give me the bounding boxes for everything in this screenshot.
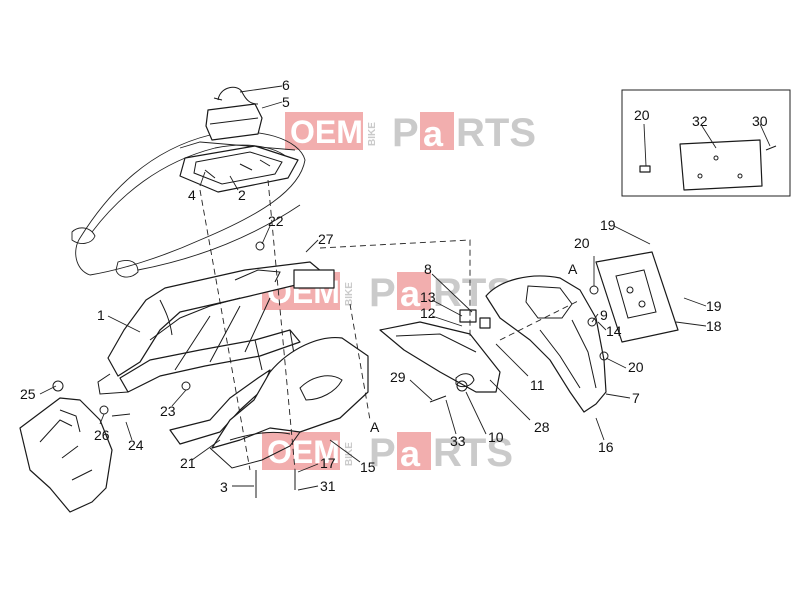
plate-holder [485, 275, 607, 413]
callout-5: 5 [282, 94, 290, 110]
callout-32: 32 [692, 113, 708, 129]
callout-30: 30 [752, 113, 768, 129]
watermark-bike: BIKE [367, 122, 378, 146]
callout-13: 13 [420, 289, 436, 305]
watermark-bottom: OEM BIKE P a RTS [262, 431, 513, 475]
callout-3: 3 [220, 479, 228, 495]
callout-11: 11 [530, 377, 545, 393]
callout-20-top: 20 [574, 235, 590, 251]
callout-A-right: A [568, 261, 578, 277]
tool-bag [205, 103, 263, 141]
callout-9: 9 [600, 307, 608, 323]
callout-22: 22 [268, 213, 284, 229]
callout-6: 6 [282, 77, 290, 93]
callout-16: 16 [598, 439, 614, 455]
callout-2: 2 [238, 187, 246, 203]
svg-text:a: a [400, 273, 421, 314]
watermark-top: OEM BIKE P a RTS [285, 111, 536, 155]
callout-26: 26 [94, 427, 110, 443]
svg-text:BIKE: BIKE [344, 282, 355, 306]
watermark-p: P [392, 111, 419, 155]
callout-14: 14 [606, 323, 622, 339]
watermark-oem: OEM [290, 114, 363, 150]
rear-undertray [209, 336, 369, 469]
watermark-rts: RTS [456, 111, 536, 155]
callout-7: 7 [632, 390, 640, 406]
callout-20-inset: 20 [634, 107, 650, 123]
plate-bracket [595, 251, 679, 343]
callout-33: 33 [450, 433, 466, 449]
callout-19-top: 19 [600, 217, 616, 233]
strap [213, 86, 259, 105]
callout-29: 29 [390, 369, 406, 385]
callout-17: 17 [320, 455, 336, 471]
callout-15: 15 [360, 459, 376, 475]
callout-12: 12 [420, 305, 436, 321]
svg-text:P: P [369, 271, 396, 315]
center-fender [379, 321, 501, 393]
svg-text:RTS: RTS [433, 431, 513, 475]
svg-text:P: P [369, 431, 396, 475]
callout-10: 10 [488, 429, 504, 445]
svg-text:a: a [400, 433, 421, 474]
callout-1: 1 [97, 307, 105, 323]
callout-A-left: A [370, 419, 380, 435]
callout-8: 8 [424, 261, 432, 277]
tool-tray [179, 145, 299, 193]
callout-25: 25 [20, 386, 36, 402]
callout-23: 23 [160, 403, 176, 419]
callout-24: 24 [128, 437, 144, 453]
watermark-a: a [423, 113, 444, 154]
callout-21: 21 [180, 455, 196, 471]
assembly-lines [199, 179, 581, 471]
callout-19-right: 19 [706, 298, 722, 314]
callout-18: 18 [706, 318, 722, 334]
seat-outline [71, 131, 306, 278]
callouts: 6 5 4 2 22 27 1 25 26 24 23 21 3 17 31 1… [20, 77, 768, 495]
callout-4: 4 [188, 187, 196, 203]
callout-31: 31 [320, 478, 336, 494]
svg-text:OEM: OEM [267, 434, 340, 470]
callout-28: 28 [534, 419, 550, 435]
inset-box [621, 89, 791, 197]
callout-27: 27 [318, 231, 334, 247]
side-cover-left [19, 397, 113, 513]
leader-lines [39, 85, 771, 491]
callout-20-mid: 20 [628, 359, 644, 375]
